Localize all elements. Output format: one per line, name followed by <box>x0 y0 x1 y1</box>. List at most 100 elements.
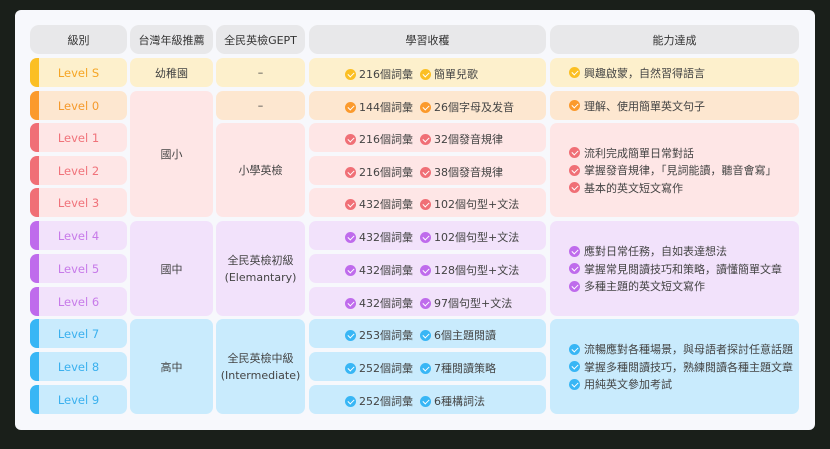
learning-item-words: 432個詞彙 <box>345 262 413 278</box>
learning-item-extra: 6種構詞法 <box>420 393 485 409</box>
ability-item: 流利完成簡單日常對話 <box>569 144 777 162</box>
learning-extra-text: 128個句型+文法 <box>434 264 520 277</box>
learning-extra-text: 7種閱讀策略 <box>434 362 496 375</box>
ability-cell: 興趣啟蒙，自然習得語言 <box>550 58 799 87</box>
learning-extra-text: 26個字母及发音 <box>434 101 514 114</box>
ability-text: 用純英文參加考試 <box>584 378 672 391</box>
learning-item-extra: 6個主題閱讀 <box>420 327 496 343</box>
learning-words-text: 252個詞彙 <box>359 395 413 408</box>
learning-cell: 252個詞彙 7種閱讀策略 <box>309 352 546 381</box>
learning-cell: 432個詞彙 128個句型+文法 <box>309 254 546 283</box>
header-level: 級別 <box>30 25 127 54</box>
ability-list: 理解、使用簡單英文句子 <box>569 97 705 115</box>
learning-words-text: 432個詞彙 <box>359 231 413 244</box>
check-circle-icon <box>420 395 431 407</box>
learning-item-words: 216個詞彙 <box>345 164 413 180</box>
ability-item: 理解、使用簡單英文句子 <box>569 97 705 115</box>
level-cell: Level S <box>30 58 127 87</box>
level-cell: Level 0 <box>30 91 127 120</box>
level-color-bar <box>30 156 39 185</box>
learning-item-words: 144個詞彙 <box>345 99 413 115</box>
learning-cell: 216個詞彙簡單兒歌 <box>309 58 546 87</box>
check-circle-icon <box>569 164 580 176</box>
gept-name: 全民英檢中級 <box>227 351 294 365</box>
ability-item: 掌握多種閱讀技巧，熟練閱讀各種主題文章 <box>569 358 793 376</box>
ability-item: 掌握常見閱讀技巧和策略，讀懂簡單文章 <box>569 260 782 278</box>
check-circle-icon <box>345 101 356 113</box>
ability-item: 用純英文參加考試 <box>569 375 793 393</box>
check-circle-icon <box>420 362 431 374</box>
level-label: Level 8 <box>57 359 100 374</box>
learning-item-extra: 26個字母及发音 <box>420 99 514 115</box>
ability-item: 多種主題的英文短文寫作 <box>569 277 782 295</box>
level-color-bar <box>30 58 39 87</box>
check-circle-icon <box>345 362 356 374</box>
ability-text: 掌握多種閱讀技巧，熟練閱讀各種主題文章 <box>584 360 793 374</box>
learning-item-extra: 102個句型+文法 <box>420 229 519 245</box>
ability-cell: 流暢應對各種場景，與母語者探討任意話題掌握多種閱讀技巧，熟練閱讀各種主題文章用純… <box>550 319 799 414</box>
learning-item-words: 252個詞彙 <box>345 360 413 376</box>
learning-words-text: 252個詞彙 <box>359 362 413 375</box>
gept-subtitle: (Intermediate) <box>220 368 301 382</box>
check-circle-icon <box>420 198 431 210</box>
learning-item-extra: 97個句型+文法 <box>420 295 512 311</box>
level-cell: Level 7 <box>30 319 127 348</box>
check-circle-icon <box>345 231 356 243</box>
level-label: Level 5 <box>57 261 100 276</box>
ability-cell: 應對日常任務，自如表達想法掌握常見閱讀技巧和策略，讀懂簡單文章多種主題的英文短文… <box>550 221 799 316</box>
header-grade: 台灣年級推薦 <box>130 25 213 54</box>
learning-extra-text: 6種構詞法 <box>434 395 485 408</box>
check-circle-icon <box>345 133 356 145</box>
level-label: Level 0 <box>57 98 100 113</box>
gept-name: – <box>257 66 264 79</box>
check-circle-icon <box>345 166 356 178</box>
ability-list: 流利完成簡單日常對話掌握發音規律，「見詞能讀，聽音會寫」基本的英文短文寫作 <box>569 144 777 197</box>
grade-cell: 高中 <box>130 319 213 414</box>
level-cell: Level 5 <box>30 254 127 283</box>
gept-cell: – <box>216 91 305 120</box>
level-color-bar <box>30 91 39 120</box>
level-color-bar <box>30 123 39 152</box>
learning-words-text: 432個詞彙 <box>359 198 413 211</box>
level-cell: Level 4 <box>30 221 127 250</box>
header-ability: 能力達成 <box>550 25 799 54</box>
learning-item-words: 432個詞彙 <box>345 196 413 212</box>
learning-cell: 252個詞彙 6種構詞法 <box>309 385 546 414</box>
learning-words-text: 216個詞彙 <box>359 166 413 179</box>
level-cell: Level 2 <box>30 156 127 185</box>
level-color-bar <box>30 254 39 283</box>
check-circle-icon <box>345 264 356 276</box>
level-color-bar <box>30 319 39 348</box>
ability-item: 應對日常任務，自如表達想法 <box>569 242 782 260</box>
learning-cell: 144個詞彙 26個字母及发音 <box>309 91 546 120</box>
gept-name: 小學英檢 <box>238 163 283 177</box>
ability-cell: 流利完成簡單日常對話掌握發音規律，「見詞能讀，聽音會寫」基本的英文短文寫作 <box>550 123 799 217</box>
level-label: Level 3 <box>57 195 100 210</box>
level-cell: Level 3 <box>30 188 127 217</box>
check-circle-icon <box>420 264 431 276</box>
ability-item: 興趣啟蒙，自然習得語言 <box>569 64 705 82</box>
gept-cell: 全民英檢初級(Elemantary) <box>216 221 305 316</box>
level-label: Level 2 <box>57 163 100 178</box>
learning-words-text: 216個詞彙 <box>359 68 413 81</box>
ability-text: 多種主題的英文短文寫作 <box>584 280 705 293</box>
learning-extra-text: 102個句型+文法 <box>434 231 520 244</box>
header-learning: 學習收穫 <box>309 25 546 54</box>
ability-text: 掌握發音規律，「見詞能讀，聽音會寫」 <box>584 164 777 177</box>
learning-extra-text: 6個主題閱讀 <box>434 329 496 342</box>
grade-cell: 國中 <box>130 221 213 316</box>
check-circle-icon <box>569 182 580 193</box>
check-circle-icon <box>569 378 580 390</box>
learning-item-words: 432個詞彙 <box>345 295 413 311</box>
gept-cell: 小學英檢 <box>216 123 305 217</box>
learning-words-text: 432個詞彙 <box>359 264 413 277</box>
ability-item: 掌握發音規律，「見詞能讀，聽音會寫」 <box>569 161 777 179</box>
learning-cell: 432個詞彙 97個句型+文法 <box>309 287 546 316</box>
level-label: Level 6 <box>57 294 100 309</box>
check-circle-icon <box>345 198 356 210</box>
ability-cell: 理解、使用簡單英文句子 <box>550 91 799 120</box>
